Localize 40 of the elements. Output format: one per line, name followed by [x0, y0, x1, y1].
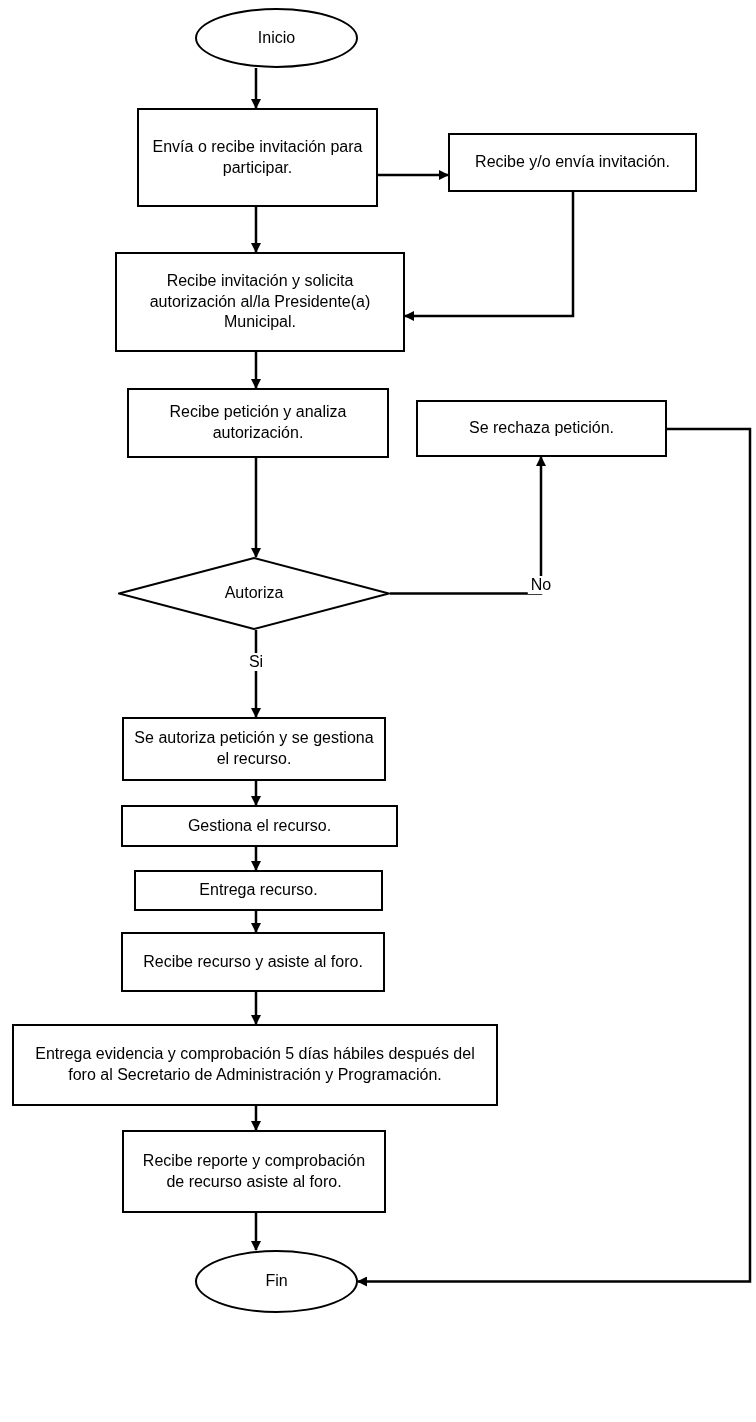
node-text: Recibe petición y analiza autorización.	[168, 402, 348, 443]
process-box	[121, 932, 385, 992]
arrow	[404, 192, 575, 321]
node-text: Inicio	[257, 27, 296, 48]
process-box	[115, 252, 405, 352]
node-text: Se rechaza petición.	[469, 418, 614, 439]
node-text: Recibe y/o envía invitación.	[475, 152, 670, 173]
arrow	[390, 456, 546, 595]
process-box	[127, 388, 389, 458]
node-text: Se autoriza petición y se gestiona el recurso.	[134, 728, 374, 769]
node-text: Entrega recurso.	[199, 880, 318, 901]
node-text: Gestiona el recurso.	[187, 815, 332, 836]
arrow	[251, 207, 261, 253]
arrow	[251, 1213, 261, 1251]
arrow	[251, 847, 261, 871]
arrow	[251, 911, 261, 933]
arrow	[251, 458, 261, 558]
arrow	[357, 427, 752, 1287]
node-text: Entrega evidencia y comprobación 5 días hábiles después del foro al Secretario de Administración y Programación.	[34, 1044, 476, 1085]
node-text: Recibe invitación y solicita autorización al/la Presidente(a) Municipal.	[148, 270, 372, 333]
arrow	[251, 630, 261, 718]
process-box	[416, 400, 667, 457]
process-box	[121, 805, 398, 847]
node-text: Recibe recurso y asiste al foro.	[143, 951, 363, 972]
arrow	[251, 781, 261, 806]
arrow	[251, 1106, 261, 1131]
process-box	[137, 108, 378, 207]
node-text: Envía o recibe invitación para participar.	[151, 136, 364, 178]
arrow	[378, 170, 449, 180]
process-box	[448, 133, 697, 192]
node-text: Autoriza	[224, 583, 284, 604]
node-text: Recibe reporte y comprobación de recurso asiste al foro.	[141, 1150, 367, 1192]
arrow	[251, 992, 261, 1025]
process-box	[122, 717, 386, 781]
process-box	[122, 1130, 386, 1213]
process-box	[12, 1024, 498, 1106]
arrow	[251, 352, 261, 389]
process-box	[134, 870, 383, 911]
node-text: Fin	[265, 1271, 288, 1292]
arrow	[251, 68, 261, 109]
